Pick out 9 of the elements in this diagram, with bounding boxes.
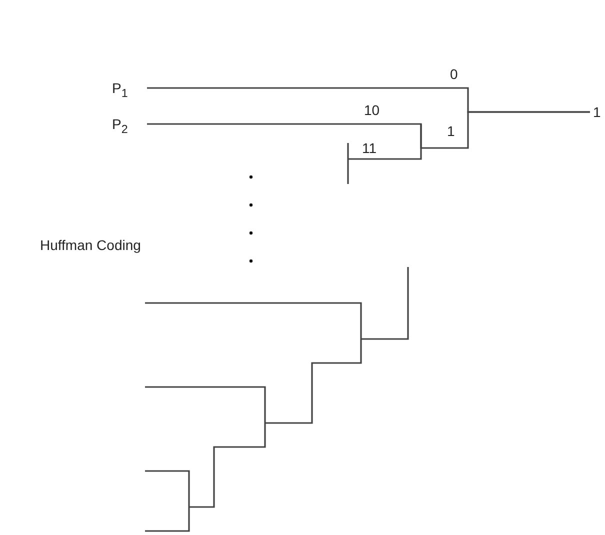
node-label: P$_{2}$ <box>112 116 128 138</box>
node-label: 1 <box>593 104 601 120</box>
code-label: 1 <box>447 123 455 139</box>
edge-label: 10 <box>364 102 380 118</box>
tree-line <box>147 111 590 149</box>
edge-label: 0 <box>450 66 458 82</box>
node-label: P$_{1}$ <box>112 80 128 102</box>
code-label: 11 <box>362 140 377 156</box>
diagram-label: Huffman Coding <box>40 237 141 253</box>
